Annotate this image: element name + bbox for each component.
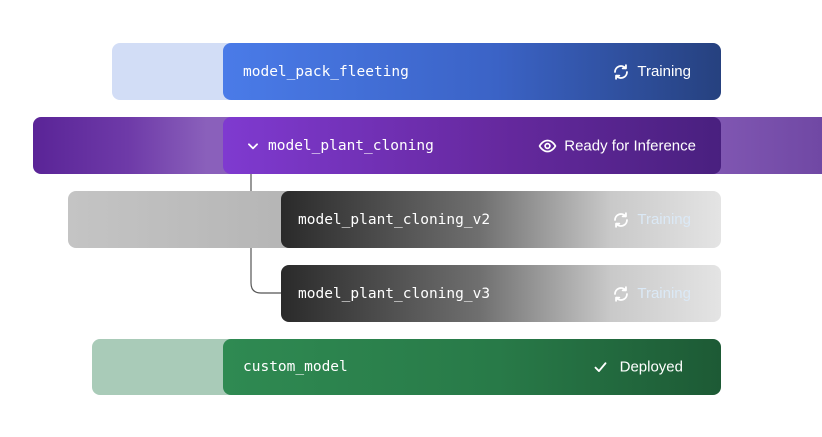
row-ghost-backdrop xyxy=(68,191,308,248)
model-name: custom_model xyxy=(243,359,348,375)
status-label: Training xyxy=(637,211,691,228)
status-deployed: Deployed xyxy=(593,359,683,376)
status-label: Training xyxy=(637,285,691,302)
model-row-model-pack-fleeting[interactable]: model_pack_fleeting Training xyxy=(223,43,721,100)
eye-icon xyxy=(538,139,557,152)
refresh-icon xyxy=(614,63,629,80)
model-row-model-plant-cloning-v3[interactable]: model_plant_cloning_v3 Training xyxy=(281,265,721,322)
model-name: model_plant_cloning_v2 xyxy=(298,211,491,228)
model-name: model_plant_cloning_v3 xyxy=(298,285,491,302)
status-ready-for-inference: Ready for Inference xyxy=(538,136,696,155)
model-name: model_plant_cloning xyxy=(268,137,434,154)
status-training: Training xyxy=(612,211,691,229)
status-training: Training xyxy=(612,285,691,303)
model-row-model-plant-cloning[interactable]: model_plant_cloning Ready for Inference xyxy=(223,117,721,174)
chevron-down-icon[interactable] xyxy=(246,139,260,153)
status-label: Ready for Inference xyxy=(564,137,696,154)
refresh-icon xyxy=(614,285,629,302)
refresh-icon xyxy=(614,211,629,228)
status-training: Training xyxy=(612,63,691,81)
model-row-custom-model[interactable]: custom_model Deployed xyxy=(223,339,721,395)
status-label: Training xyxy=(637,63,691,80)
check-icon xyxy=(594,362,607,372)
model-row-model-plant-cloning-v2[interactable]: model_plant_cloning_v2 Training xyxy=(281,191,721,248)
status-label: Deployed xyxy=(619,358,683,376)
model-name: model_pack_fleeting xyxy=(243,63,409,80)
